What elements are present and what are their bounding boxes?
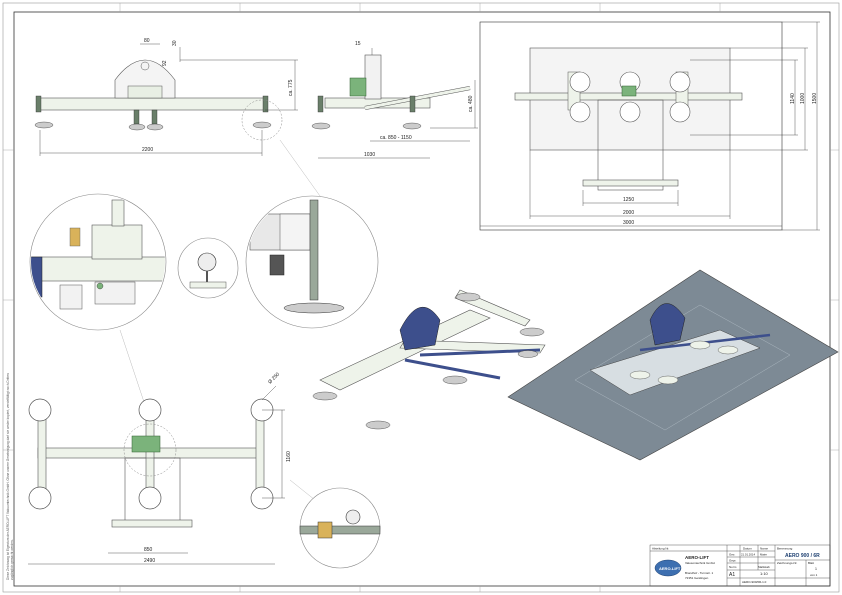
dim-front-height: ca. 775 xyxy=(288,79,294,96)
tb-label-norm: Norm xyxy=(729,565,737,569)
copyright-side-note: Diese Zeichnung ist Eigentum der AERO-LI… xyxy=(6,373,14,580)
frame-zone-ticks xyxy=(3,3,839,592)
tb-address-2: 72351 Geislingen xyxy=(685,576,709,580)
tb-label-name: Name xyxy=(760,547,768,551)
dim-plan-w1: 850 xyxy=(144,547,153,553)
tb-sheet-of: von 1 xyxy=(810,573,818,577)
top-suction-pads xyxy=(569,71,691,123)
dim-top-outer-height: 1000 xyxy=(800,93,806,104)
dim-plan-w2: 2490 xyxy=(144,558,155,564)
plan-view: Ø 250 1160 850 2490 xyxy=(28,371,292,565)
dim-top-w3: 3000 xyxy=(623,220,634,226)
tb-company-sub: Vakuumtechnik GmbH xyxy=(685,561,715,565)
iso-view-sheet xyxy=(507,269,839,461)
tb-label-scale: Maßstab xyxy=(758,565,770,569)
dim-front-top-a: 80 xyxy=(144,38,150,44)
tb-scale: 1:10 xyxy=(760,571,769,576)
tb-date: 21.01.2014 xyxy=(741,553,755,557)
tb-label-sheet: Blatt xyxy=(808,561,814,565)
top-view-sheet: 1140 1000 1500 1250 2000 3000 xyxy=(479,21,820,231)
dim-side-top: 15 xyxy=(355,41,361,47)
vacuum-gauge-icon xyxy=(197,252,217,272)
dim-top-w2: 2000 xyxy=(623,210,634,216)
pump-motor xyxy=(349,77,367,97)
dim-front-top-c: 92 xyxy=(162,60,168,66)
side-view: 15 ca. 480 ca. 850 - 1150 1030 xyxy=(311,41,478,159)
detail-circle-marker xyxy=(241,99,283,141)
tb-label-drawing-no: Zeichnungs-Nr. xyxy=(777,561,798,565)
tb-company: AERO-LIFT xyxy=(685,555,709,560)
dim-front-width: 2200 xyxy=(142,147,153,153)
dim-side-height: ca. 480 xyxy=(468,95,474,112)
tb-name: Maier xyxy=(760,553,767,557)
tb-format: A1 xyxy=(729,572,735,578)
logo-text: AERO-LIFT xyxy=(659,566,681,571)
dim-side-width: 1030 xyxy=(364,152,375,158)
dim-front-top-b: 30 xyxy=(172,40,178,46)
dim-top-inner-height: 1140 xyxy=(790,93,796,104)
dim-top-w1: 1250 xyxy=(623,197,634,203)
tb-designation: AERO 900 / 6R xyxy=(785,553,820,559)
front-view: 80 30 92 ca. 775 2200 xyxy=(34,38,298,156)
tb-sheet: 1 xyxy=(815,567,817,571)
title-block xyxy=(649,544,831,587)
tb-label-drawn: Gez. xyxy=(729,553,736,557)
detail-suction-foot xyxy=(245,195,379,329)
detail-gauge xyxy=(177,237,239,299)
tb-label-checked: Gepr. xyxy=(729,559,737,563)
detail-pump-unit xyxy=(29,193,167,331)
detail-valve xyxy=(299,487,381,569)
tb-label-designation: Benennung xyxy=(777,547,793,551)
dim-plan-height: 1160 xyxy=(286,451,292,462)
tb-drawing-no: AERO-900/6R-1.0 xyxy=(742,580,767,584)
dim-side-range: ca. 850 - 1150 xyxy=(380,135,412,141)
drawing-frame xyxy=(13,11,831,587)
tb-address-1: Brandhof - Turmstr. 1 xyxy=(685,571,714,575)
tb-label-date: Datum xyxy=(743,547,752,551)
aero-lift-logo: AERO-LIFT xyxy=(654,559,682,577)
tb-label-customer: Abteilung Nr. xyxy=(652,547,669,551)
iso-view-lifter xyxy=(312,289,546,430)
dim-top-sheet-height: 1500 xyxy=(812,93,818,104)
